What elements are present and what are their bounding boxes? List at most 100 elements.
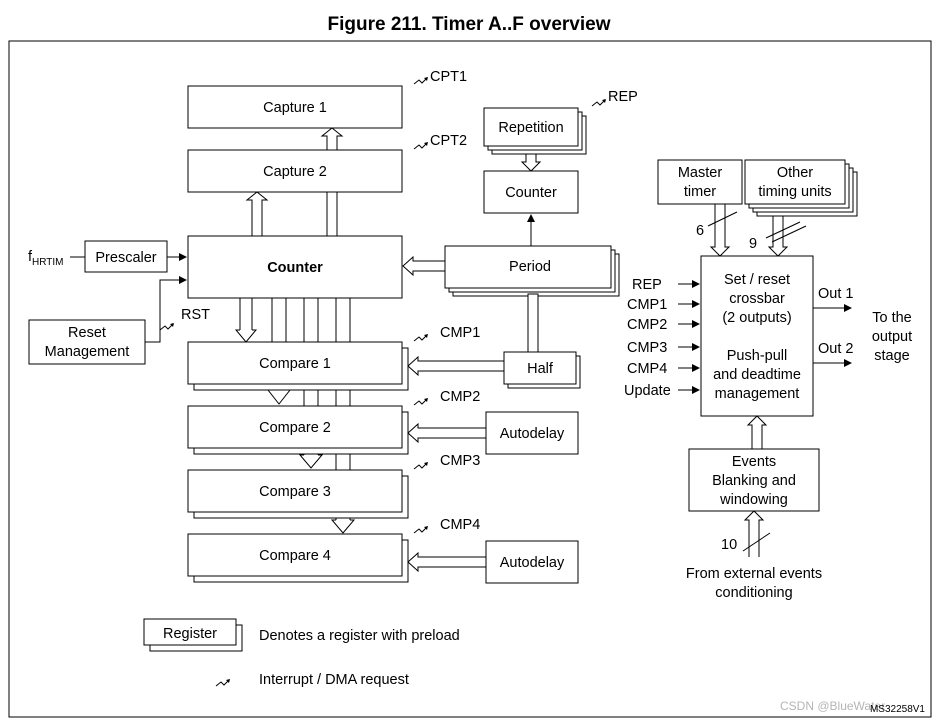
figure-code: MS32258V1	[870, 704, 925, 715]
compare2-box	[187, 405, 403, 449]
capture2-label: Capture 2	[263, 164, 327, 180]
other-bus-slash	[765, 221, 801, 239]
cmp3-signal: CMP3	[440, 453, 480, 469]
cmp4-signal: CMP4	[440, 517, 480, 533]
master-bus-arrow	[709, 204, 731, 257]
cpt1-signal: CPT1	[430, 69, 467, 85]
reset-label-line2: Management	[45, 344, 130, 360]
other-label-line2: timing units	[758, 184, 831, 200]
compare4-box	[187, 533, 403, 577]
compare1-label: Compare 1	[259, 356, 331, 372]
legend-register-label: Register	[163, 626, 217, 642]
in-rep-label: REP	[632, 277, 662, 293]
counter-to-cmp2-arrow	[266, 389, 292, 405]
prescaler-box	[84, 240, 168, 273]
repetition-to-counter-arrow	[520, 154, 542, 172]
figure-title: Figure 211. Timer A..F overview	[327, 14, 611, 35]
to-output-line2: output	[872, 329, 912, 345]
autodelay1-label: Autodelay	[500, 426, 565, 442]
counter-box	[187, 235, 403, 299]
counter-to-cmp3-arrow	[298, 454, 324, 469]
bus9-label: 9	[749, 236, 757, 252]
crossbar-line3: (2 outputs)	[722, 310, 791, 326]
from-external-line1: From external events	[686, 566, 822, 582]
cap2-to-cap1-arrow	[320, 127, 344, 150]
other-label-line1: Other	[777, 165, 813, 181]
master-label-line2: timer	[684, 184, 716, 200]
autodelay1-to-cmp2-arrow	[407, 422, 486, 444]
prescaler-label: Prescaler	[95, 250, 156, 266]
master-timer-box	[657, 159, 743, 205]
reset-to-counter	[145, 276, 187, 343]
fhrtim-label: fHRTIM	[28, 249, 64, 268]
bus6-label: 6	[696, 223, 704, 239]
in-cmp2-label: CMP2	[627, 317, 667, 333]
crossbar-line6: management	[715, 386, 800, 402]
outer-frame	[8, 40, 932, 718]
master-bus-slash	[707, 211, 738, 227]
cmp2-signal: CMP2	[440, 389, 480, 405]
from-external-line2: conditioning	[715, 585, 792, 601]
autodelay1-box	[485, 411, 579, 455]
repetition-label: Repetition	[498, 120, 563, 136]
events-line1: Events	[732, 454, 776, 470]
events-line2: Blanking and	[712, 473, 796, 489]
capture2-box	[187, 149, 403, 193]
other-units-box	[744, 159, 846, 205]
legend-interrupt-desc: Interrupt / DMA request	[259, 672, 409, 688]
period-to-counter-arrow	[402, 255, 445, 277]
external-bus-slash	[742, 532, 771, 552]
cmp1-signal: CMP1	[440, 325, 480, 341]
events-line3: windowing	[719, 492, 788, 508]
compare3-box	[187, 469, 403, 513]
repetition-box	[483, 107, 579, 147]
crossbar-line5: and deadtime	[713, 367, 801, 383]
out1-label: Out 1	[818, 286, 853, 302]
rep-counter-label: Counter	[505, 185, 557, 201]
half-to-cmp1-arrow	[407, 355, 504, 377]
to-output-line3: stage	[874, 348, 909, 364]
in-cmp1-label: CMP1	[627, 297, 667, 313]
master-label-line1: Master	[678, 165, 722, 181]
legend-interrupt-icon	[215, 678, 231, 687]
crossbar-line2: crossbar	[729, 291, 785, 307]
legend-register-box	[143, 618, 237, 646]
capture1-box	[187, 85, 403, 129]
crossbar-line1: Set / reset	[724, 272, 790, 288]
cpt2-signal: CPT2	[430, 133, 467, 149]
compare3-label: Compare 3	[259, 484, 331, 500]
half-box	[503, 351, 577, 385]
reset-box	[28, 319, 146, 365]
autodelay2-box	[485, 540, 579, 584]
period-to-half-bus	[527, 293, 539, 353]
compare1-box	[187, 341, 403, 385]
reset-label-line1: Reset	[68, 325, 106, 341]
half-label: Half	[527, 361, 554, 377]
rep-counter-box	[483, 170, 579, 214]
watermark: CSDN @BlueWater	[780, 699, 885, 713]
capture1-label: Capture 1	[263, 100, 327, 116]
autodelay2-label: Autodelay	[500, 555, 565, 571]
bus10-label: 10	[721, 537, 737, 553]
to-output-line1: To the	[872, 310, 912, 326]
counter-label: Counter	[267, 260, 323, 276]
external-to-events-arrow	[743, 510, 765, 557]
rep-signal: REP	[608, 89, 638, 105]
period-label: Period	[509, 259, 551, 275]
events-box	[688, 448, 820, 512]
crossbar-line4: Push-pull	[727, 348, 787, 364]
counter-to-cmp4-arrow	[330, 519, 356, 534]
in-cmp3-label: CMP3	[627, 340, 667, 356]
legend-register-desc: Denotes a register with preload	[259, 628, 460, 644]
counter-to-cmp1-arrow	[234, 329, 258, 343]
other-bus-slash2	[771, 225, 807, 243]
counter-to-cap2-arrow	[245, 191, 269, 236]
compare4-label: Compare 4	[259, 548, 331, 564]
out2-label: Out 2	[818, 341, 853, 357]
in-update-label: Update	[624, 383, 671, 399]
rst-signal: RST	[181, 307, 210, 323]
autodelay2-to-cmp4-arrow	[407, 551, 486, 573]
period-box	[444, 245, 612, 289]
events-to-crossbar-arrow	[746, 415, 768, 449]
